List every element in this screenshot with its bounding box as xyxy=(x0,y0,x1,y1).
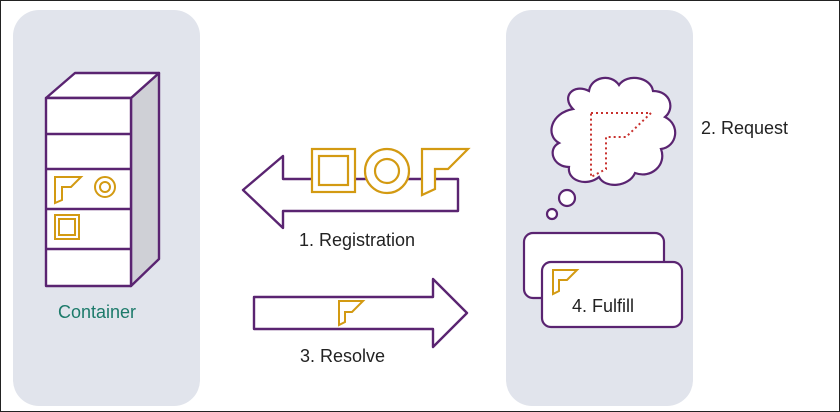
registered-circle-icon xyxy=(94,176,116,198)
arrow-square-icon xyxy=(310,147,357,194)
resolve-arrow xyxy=(252,277,469,349)
arrow-circle-icon xyxy=(363,147,411,195)
container-label: Container xyxy=(58,302,137,322)
consumer-panel xyxy=(506,10,693,406)
registered-flag-icon xyxy=(54,176,84,205)
arrow-flag-icon xyxy=(420,147,471,197)
registered-square-icon xyxy=(54,214,80,240)
request-label: 2. Request xyxy=(701,118,789,138)
requested-flag-icon xyxy=(590,112,654,179)
fulfilled-flag-icon xyxy=(552,269,580,296)
front-card-icon xyxy=(540,260,684,329)
thought-cloud-icon xyxy=(545,76,677,221)
resolve-flag-icon xyxy=(338,300,366,327)
resolve-label: 3. Resolve xyxy=(300,346,386,366)
registration-label: 1. Registration xyxy=(299,230,416,250)
fulfill-label: 4. Fulfill xyxy=(572,296,635,316)
